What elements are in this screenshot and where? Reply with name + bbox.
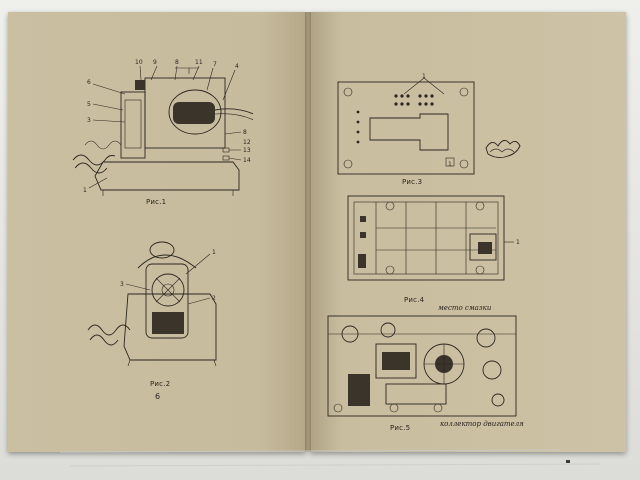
fig1-label-6: 6 <box>87 79 91 86</box>
fig1-label-13: 13 <box>243 147 251 154</box>
figure-4-caption: Рис.4 <box>404 296 425 304</box>
handwritten-note-lubrication-point: место смазки <box>438 304 492 312</box>
figure-3-caption: Рис.3 <box>402 178 423 186</box>
fig2-label-1: 1 <box>212 249 216 256</box>
book-gutter <box>305 12 311 452</box>
fig4-label-1: 1 <box>516 239 520 246</box>
figure-1-telephone-mechanism: 10 9 8 11 7 4 6 5 3 8 12 13 14 1 <box>72 59 253 196</box>
fig1-label-11: 11 <box>195 59 203 66</box>
fig2-label-2: 2 <box>212 295 216 302</box>
fig1-label-8: 8 <box>175 59 179 66</box>
table-foreground-lines <box>59 449 601 467</box>
figure-1-caption: Рис.1 <box>146 198 167 206</box>
fig1-label-1: 1 <box>83 187 87 194</box>
figure-2-caption: Рис.2 <box>150 380 171 388</box>
figure-5-caption: Рис.5 <box>390 424 411 432</box>
fig1-label-4: 4 <box>235 63 239 70</box>
fig1-label-14: 14 <box>243 157 251 164</box>
fig1-label-3: 3 <box>87 117 91 124</box>
figure-3-base-plate: 1 1 <box>337 73 521 175</box>
fig1-label-10: 10 <box>135 59 143 66</box>
fig1-label-7: 7 <box>213 61 217 68</box>
fig3-label-1-top: 1 <box>422 73 426 80</box>
figure-2-telephone-side-view: 1 3 2 <box>87 241 217 367</box>
left-page-number: 6 <box>155 392 161 401</box>
handwritten-note-motor-commutator: коллектор двигателя <box>440 420 524 428</box>
left-page <box>8 12 306 452</box>
fig1-label-8b: 8 <box>243 129 247 136</box>
booklet-spread: 10 9 8 11 7 4 6 5 3 8 12 13 14 1 Рис.1 1… <box>8 12 626 452</box>
fig1-label-12: 12 <box>243 139 251 146</box>
fig1-label-5: 5 <box>87 101 91 108</box>
fig3-label-1-bottom: 1 <box>448 161 452 168</box>
fig2-label-3: 3 <box>120 281 124 288</box>
fig1-label-9: 9 <box>153 59 157 66</box>
figure-4-frame-underside: 1 <box>347 195 520 281</box>
figure-5-internal-mechanism <box>327 315 517 417</box>
